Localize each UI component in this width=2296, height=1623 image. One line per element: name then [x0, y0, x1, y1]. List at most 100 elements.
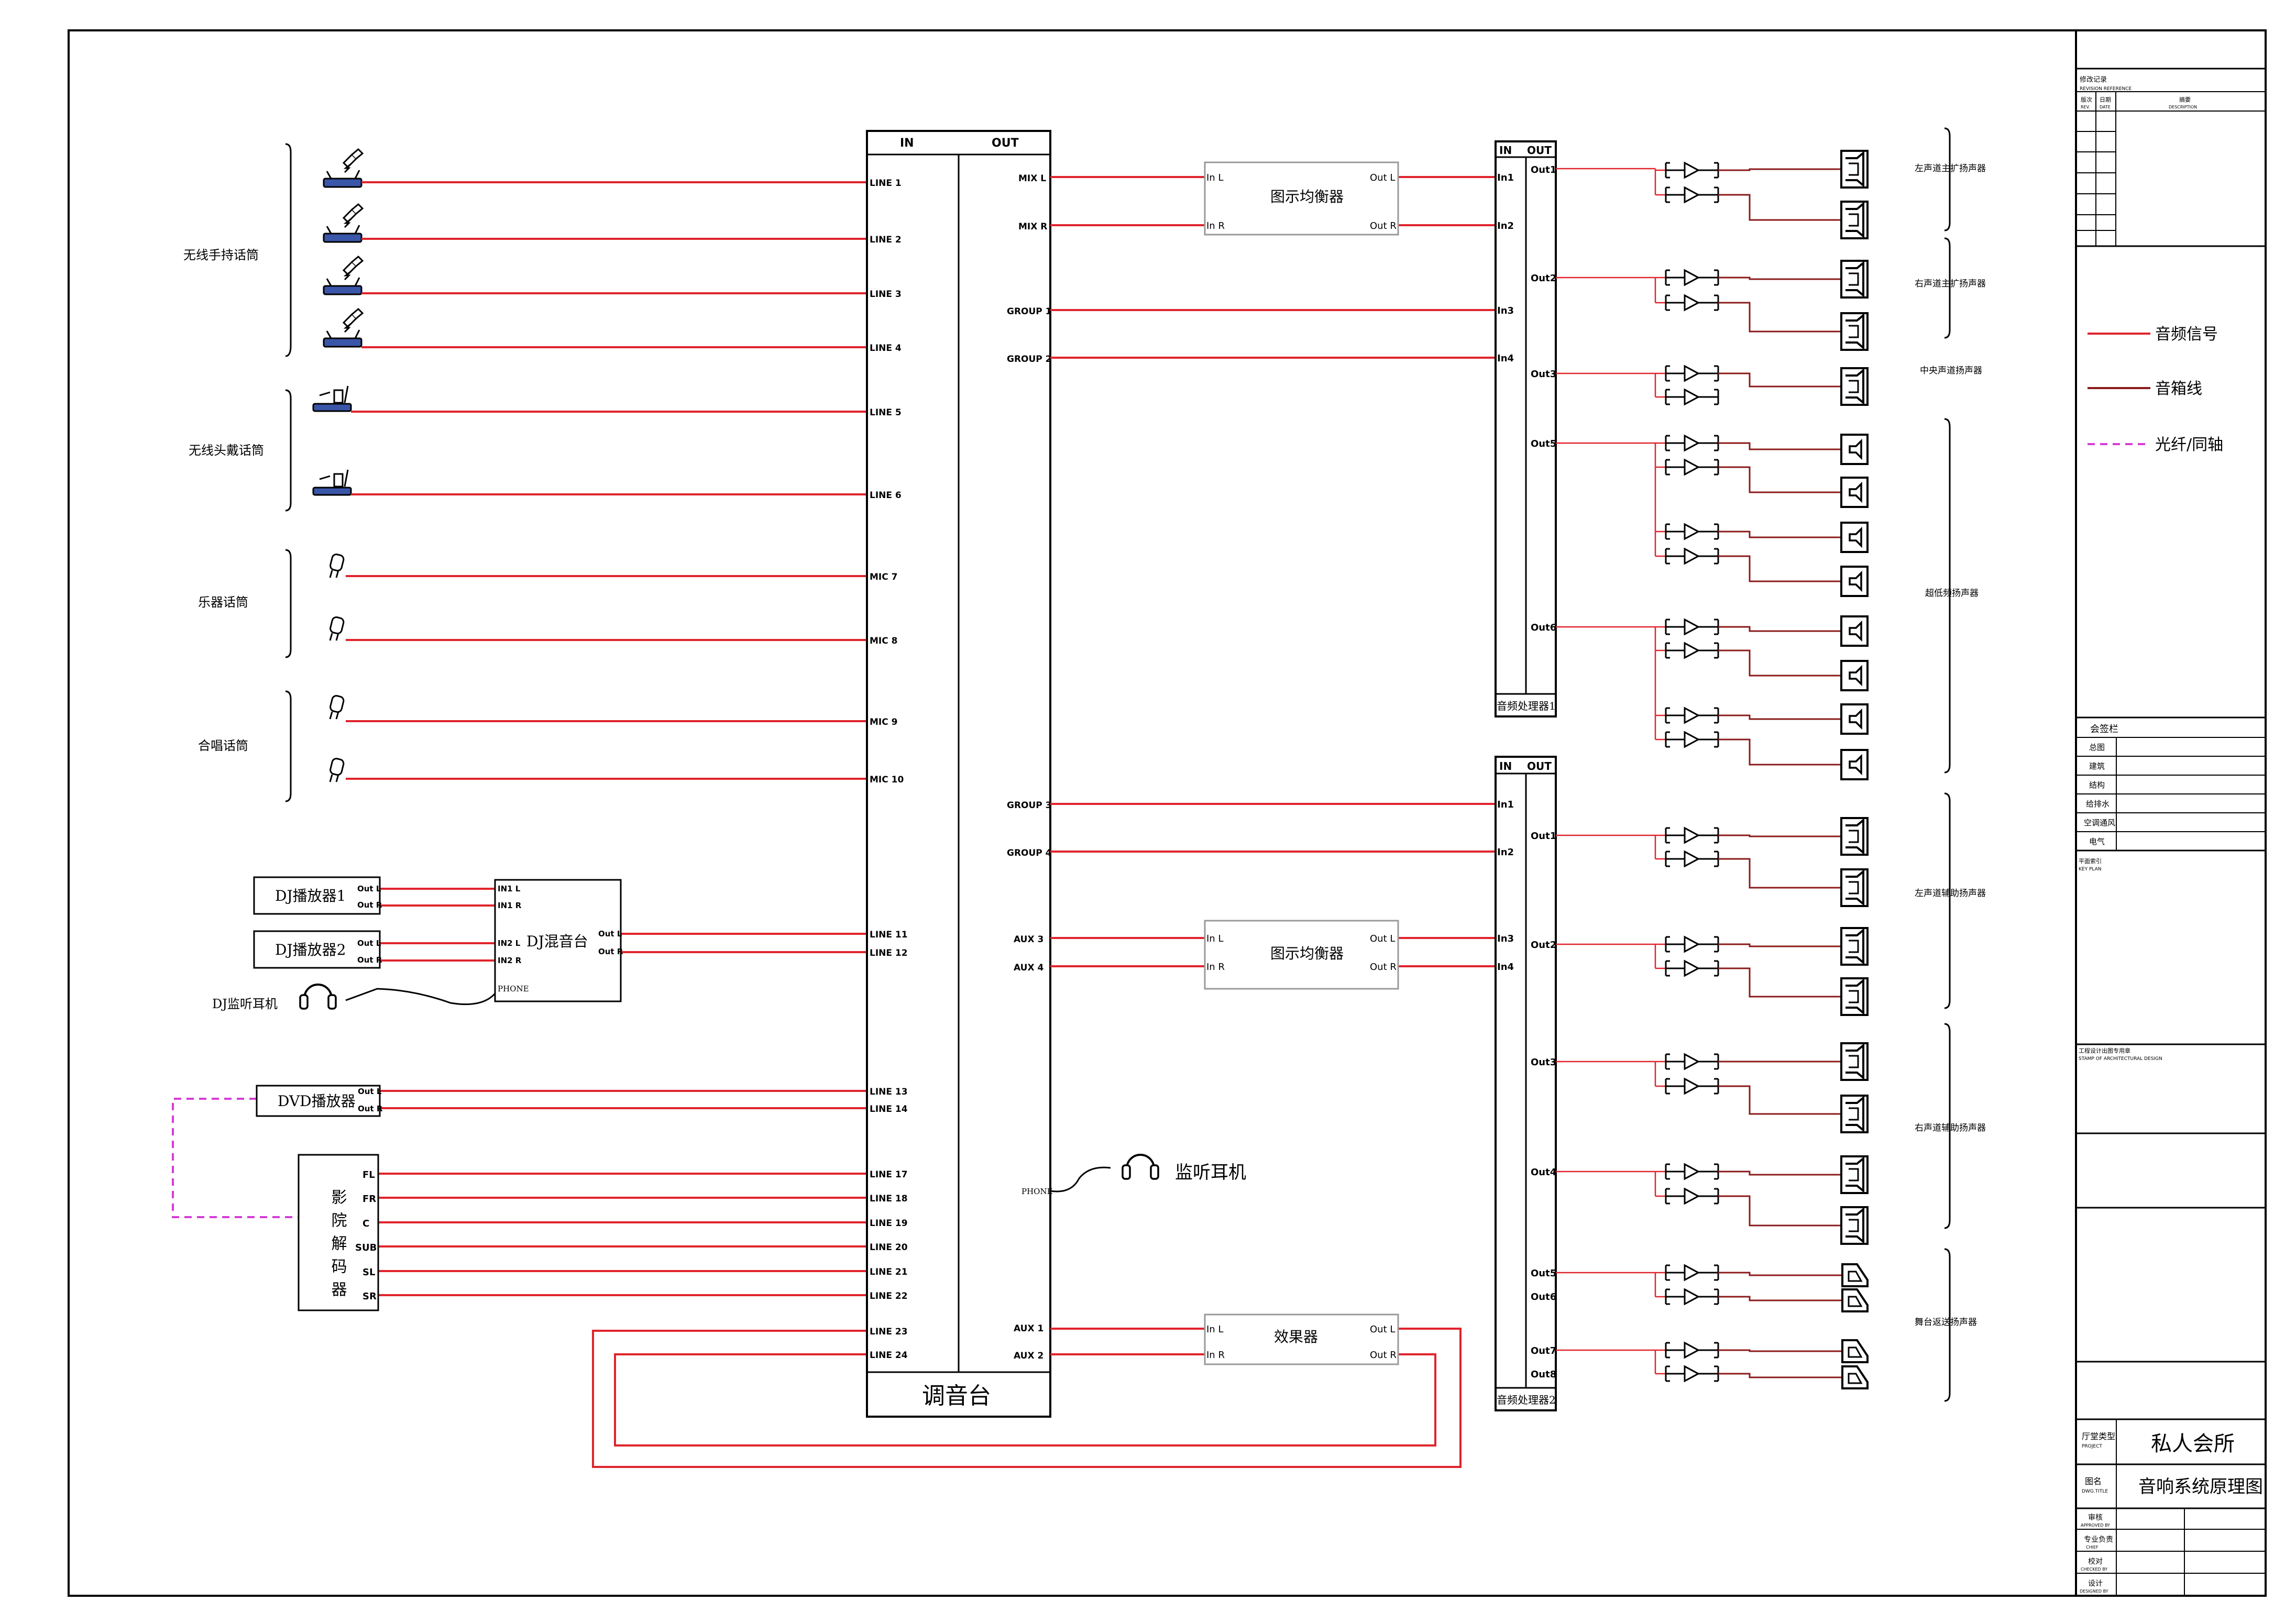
- speaker-group-labels: 左声道主扩扬声器 右声道主扩扬声器 中央声道扬声器 超低频扬声器 左声道辅助扬声…: [1915, 163, 1986, 1328]
- speaker-icon: [1840, 749, 1869, 780]
- mixer-input-label: LINE 11: [870, 930, 908, 940]
- speaker-cable: [1718, 442, 1841, 450]
- speaker-cable: [1718, 277, 1841, 280]
- speaker-cable: [1718, 1349, 1841, 1352]
- speaker-icon: [1840, 150, 1869, 189]
- proc2-output-label: Out6: [1531, 1291, 1556, 1302]
- title-block: [2075, 30, 2266, 1596]
- drawing-label: 图名: [2085, 1476, 2102, 1486]
- speaker-icon: [1840, 1042, 1869, 1081]
- proc2-output-label: Out1: [1531, 831, 1556, 842]
- title-block-text: 修改记录 REVISION REFERENCE 版次 REV. 日期 DATE …: [2079, 76, 2263, 1594]
- wireless-handheld-mic-icon: [323, 148, 364, 188]
- graphic-eq-2: 图示均衡器 In L In R Out L Out R: [1204, 920, 1399, 990]
- speaker-icon: [1841, 1365, 1869, 1389]
- amp-icon: [1665, 186, 1719, 203]
- speaker-cable: [1718, 943, 1841, 947]
- amp-icon: [1665, 642, 1719, 659]
- choir-mic-icon: [328, 694, 346, 720]
- speaker-cable: [1718, 738, 1841, 766]
- amp-icon: [1665, 1188, 1719, 1205]
- mixer-input-label: LINE 4: [870, 343, 902, 354]
- amp-icon: [1665, 162, 1719, 179]
- mixer-input-label: LINE 18: [870, 1194, 908, 1204]
- speaker-cable: [1718, 626, 1841, 632]
- monitor-headphone-icon: [1122, 1154, 1159, 1180]
- speaker-icon: [1840, 868, 1869, 907]
- mixer-input-label: LINE 2: [870, 235, 902, 245]
- eq2-in-r: In R: [1206, 962, 1225, 973]
- mixer-output-label: AUX 4: [1014, 963, 1043, 973]
- discipline-3: 给排水: [2086, 799, 2110, 809]
- dj-mixer-out-l: Out L: [598, 929, 622, 939]
- mixer-output-lines: [1050, 176, 1496, 1355]
- proc1-input-label: In1: [1497, 172, 1514, 183]
- mixer-input-label: MIC 8: [870, 636, 897, 646]
- project-label: 厅堂类型: [2082, 1431, 2115, 1441]
- speaker-icon: [1840, 260, 1869, 299]
- fx-in-l: In L: [1206, 1324, 1223, 1335]
- discipline-1: 建筑: [2089, 761, 2105, 771]
- mixer-phone-label: PHONE: [1021, 1187, 1053, 1196]
- amp-icon: [1665, 269, 1719, 286]
- mixer-input-label: MIC 7: [870, 572, 897, 582]
- eq2-title: 图示均衡器: [1270, 945, 1344, 962]
- dj-headphone-icon: [299, 984, 337, 1010]
- dj-player-1-title: DJ播放器1: [275, 887, 346, 904]
- dvd-out-r: Out R: [358, 1104, 383, 1113]
- mixer-in-header: IN: [900, 137, 914, 150]
- proc2-input-label: In3: [1497, 933, 1514, 944]
- speaker-cable: [1718, 1195, 1841, 1227]
- sign-label: 会签栏: [2090, 724, 2118, 735]
- wireless-headset-mic-icon: [312, 385, 352, 412]
- instrument-mic-icon: [328, 615, 346, 642]
- dj-mixer-in2r: IN2 R: [498, 956, 522, 965]
- decoder-ch-c: C: [362, 1218, 369, 1229]
- speaker-cable: [1718, 834, 1841, 837]
- audio-processor-2: IN OUT 音频处理器2 In1 In2 In3 In4 Out1 Out2 …: [1495, 756, 1557, 1411]
- dj-player-2-out-l: Out L: [357, 939, 381, 948]
- source-braces: [285, 143, 292, 802]
- discipline-0: 总图: [2089, 743, 2105, 752]
- mixer-output-label: GROUP 3: [1007, 800, 1052, 811]
- amp-icon: [1665, 936, 1719, 953]
- rev-no-label-en: REV.: [2081, 105, 2090, 109]
- mixer-input-label: LINE 13: [870, 1087, 908, 1097]
- dj-player-2-title: DJ播放器2: [275, 941, 346, 958]
- amp-icon: [1665, 365, 1719, 382]
- speaker-cable: [1718, 1171, 1841, 1176]
- speaker-icon: [1840, 1206, 1869, 1245]
- dj-mixer: DJ混音台 IN1 L IN1 R IN2 L IN2 R Out L Out …: [494, 879, 623, 1002]
- decoder-title: 影院解码器: [328, 1189, 347, 1304]
- group-label-wireless-handheld: 无线手持话筒: [183, 248, 259, 262]
- speaker-icon: [1840, 434, 1869, 465]
- speaker-icon: [1840, 201, 1869, 239]
- mixer-input-label: LINE 21: [870, 1267, 908, 1277]
- mixer-input-label: MIC 10: [870, 775, 904, 785]
- dj-mixer-out-r: Out R: [598, 947, 623, 956]
- proc1-output-label: Out6: [1531, 622, 1556, 633]
- mixer-input-label: LINE 17: [870, 1169, 908, 1180]
- eq2-out-r: Out R: [1370, 962, 1397, 973]
- monitor-headphone-cable: [1050, 1166, 1111, 1193]
- legend: 音频信号 音箱线 光纤/同轴: [2088, 325, 2223, 454]
- desc-label: 摘要: [2179, 96, 2191, 103]
- proc2-output-label: Out5: [1531, 1268, 1556, 1279]
- mixer-input-label: LINE 20: [870, 1242, 908, 1253]
- speaker-cable: [1718, 714, 1841, 720]
- mixer-output-label: AUX 2: [1014, 1351, 1043, 1361]
- speaker-icon: [1840, 1095, 1869, 1133]
- speaker-cable: [1718, 372, 1841, 388]
- speaker-icon: [1840, 566, 1869, 597]
- proc1-output-label: Out1: [1531, 164, 1556, 175]
- role-1-en: CHIEF: [2086, 1545, 2099, 1550]
- stamp-label: 工程设计出图专用章: [2079, 1047, 2130, 1054]
- speaker-group-label: 左声道主扩扬声器: [1915, 163, 1986, 174]
- mixer-input-label: LINE 3: [870, 289, 902, 300]
- key-plan-label-en: KEY PLAN: [2079, 867, 2101, 872]
- role-2: 校对: [2088, 1557, 2103, 1566]
- fx-title: 效果器: [1274, 1328, 1318, 1345]
- speaker-cable: [1718, 168, 1841, 171]
- amp-icon: [1665, 459, 1719, 476]
